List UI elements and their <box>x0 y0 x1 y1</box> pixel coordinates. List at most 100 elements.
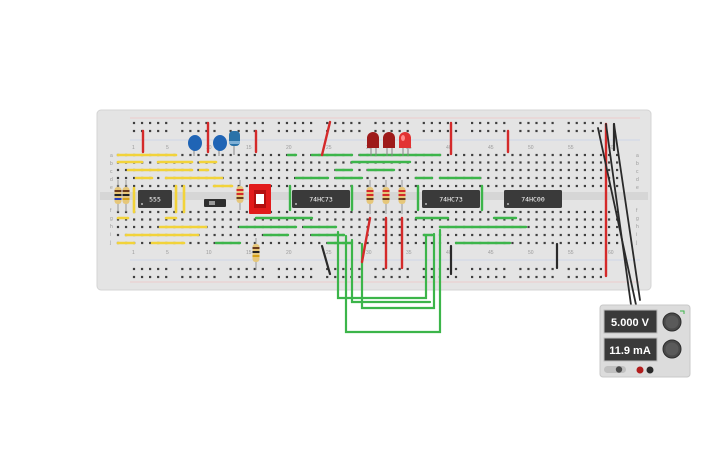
breadboard-hole[interactable] <box>527 210 530 214</box>
long-wire[interactable] <box>350 238 432 304</box>
breadboard-hole[interactable] <box>358 233 361 237</box>
breadboard-hole[interactable] <box>116 233 120 237</box>
breadboard-hole[interactable] <box>157 225 160 229</box>
breadboard-hole[interactable] <box>471 168 474 172</box>
breadboard-hole[interactable] <box>551 225 554 229</box>
breadboard-hole[interactable] <box>181 129 184 133</box>
breadboard-hole[interactable] <box>334 210 337 214</box>
breadboard-hole[interactable] <box>342 218 345 221</box>
breadboard-hole[interactable] <box>189 210 192 214</box>
breadboard-hole[interactable] <box>559 210 562 214</box>
breadboard-hole[interactable] <box>382 218 385 221</box>
breadboard-hole[interactable] <box>575 233 578 237</box>
breadboard-hole[interactable] <box>213 275 216 279</box>
breadboard-hole[interactable] <box>116 176 120 180</box>
breadboard-hole[interactable] <box>414 184 417 188</box>
breadboard-hole[interactable] <box>599 161 603 164</box>
breadboard-hole[interactable] <box>471 129 474 133</box>
positive-terminal[interactable] <box>636 366 644 374</box>
breadboard-hole[interactable] <box>277 275 280 279</box>
resistor[interactable] <box>252 238 260 270</box>
breadboard-hole[interactable] <box>616 233 619 237</box>
breadboard-hole[interactable] <box>116 168 120 172</box>
breadboard-hole[interactable] <box>342 129 345 133</box>
breadboard-hole[interactable] <box>479 184 482 188</box>
breadboard-hole[interactable] <box>229 129 232 133</box>
breadboard-hole[interactable] <box>237 176 240 180</box>
breadboard-hole[interactable] <box>567 161 570 164</box>
breadboard-hole[interactable] <box>342 275 345 279</box>
breadboard-hole[interactable] <box>503 233 506 237</box>
breadboard-hole[interactable] <box>165 267 168 271</box>
breadboard-hole[interactable] <box>583 153 586 157</box>
breadboard-hole[interactable] <box>567 121 570 125</box>
red-wires[interactable] <box>141 120 608 278</box>
breadboard-hole[interactable] <box>406 241 409 245</box>
psu-lead-aux[interactable] <box>613 123 641 301</box>
breadboard-hole[interactable] <box>205 275 208 279</box>
breadboard-hole[interactable] <box>591 176 595 180</box>
breadboard-hole[interactable] <box>342 161 345 164</box>
breadboard-hole[interactable] <box>334 161 337 164</box>
breadboard-hole[interactable] <box>559 233 562 237</box>
breadboard-hole[interactable] <box>229 153 232 157</box>
breadboard-hole[interactable] <box>382 233 385 237</box>
breadboard-hole[interactable] <box>229 225 232 229</box>
breadboard-hole[interactable] <box>253 241 256 245</box>
breadboard-hole[interactable] <box>575 275 578 279</box>
breadboard-hole[interactable] <box>133 184 136 188</box>
breadboard-hole[interactable] <box>132 129 136 133</box>
breadboard-hole[interactable] <box>116 225 120 229</box>
breadboard-hole[interactable] <box>454 121 458 125</box>
breadboard-hole[interactable] <box>430 184 434 188</box>
breadboard-hole[interactable] <box>463 168 466 172</box>
breadboard-hole[interactable] <box>277 210 281 214</box>
breadboard-hole[interactable] <box>310 267 313 271</box>
breadboard-hole[interactable] <box>382 184 385 188</box>
long-wire[interactable] <box>336 230 428 300</box>
breadboard-hole[interactable] <box>479 210 482 214</box>
breadboard-hole[interactable] <box>487 184 490 188</box>
breadboard-hole[interactable] <box>173 218 176 221</box>
breadboard-hole[interactable] <box>382 121 385 125</box>
breadboard-hole[interactable] <box>294 241 297 245</box>
breadboard-hole[interactable] <box>165 184 168 188</box>
breadboard-hole[interactable] <box>583 218 586 221</box>
breadboard-hole[interactable] <box>422 161 425 164</box>
breadboard-hole[interactable] <box>543 168 546 172</box>
breadboard-hole[interactable] <box>277 218 281 221</box>
breadboard-hole[interactable] <box>599 210 603 214</box>
breadboard-hole[interactable] <box>406 267 409 271</box>
breadboard-hole[interactable] <box>374 184 377 188</box>
breadboard-hole[interactable] <box>390 233 393 237</box>
breadboard-hole[interactable] <box>551 153 554 157</box>
breadboard-hole[interactable] <box>189 241 192 245</box>
breadboard-hole[interactable] <box>390 218 393 221</box>
breadboard-hole[interactable] <box>318 218 321 221</box>
breadboard-hole[interactable] <box>310 121 313 125</box>
breadboard-hole[interactable] <box>495 176 498 180</box>
breadboard-hole[interactable] <box>277 267 280 271</box>
breadboard-hole[interactable] <box>559 218 562 221</box>
breadboard-hole[interactable] <box>455 168 458 172</box>
breadboard-hole[interactable] <box>366 218 369 221</box>
breadboard-hole[interactable] <box>479 129 482 133</box>
capacitor[interactable] <box>188 135 202 156</box>
breadboard-hole[interactable] <box>253 176 256 180</box>
breadboard-hole[interactable] <box>358 225 361 229</box>
breadboard-hole[interactable] <box>591 241 595 245</box>
breadboard-hole[interactable] <box>277 184 281 188</box>
breadboard-hole[interactable] <box>446 233 450 237</box>
breadboard-hole[interactable] <box>141 241 144 245</box>
breadboard-hole[interactable] <box>479 121 482 125</box>
breadboard-hole[interactable] <box>149 129 152 133</box>
breadboard-hole[interactable] <box>616 225 619 229</box>
breadboard-hole[interactable] <box>430 121 433 125</box>
breadboard-hole[interactable] <box>221 153 224 157</box>
breadboard-hole[interactable] <box>583 161 586 164</box>
breadboard-hole[interactable] <box>245 121 248 125</box>
breadboard-hole[interactable] <box>285 218 289 221</box>
breadboard-hole[interactable] <box>527 241 530 245</box>
breadboard-hole[interactable] <box>301 275 305 279</box>
